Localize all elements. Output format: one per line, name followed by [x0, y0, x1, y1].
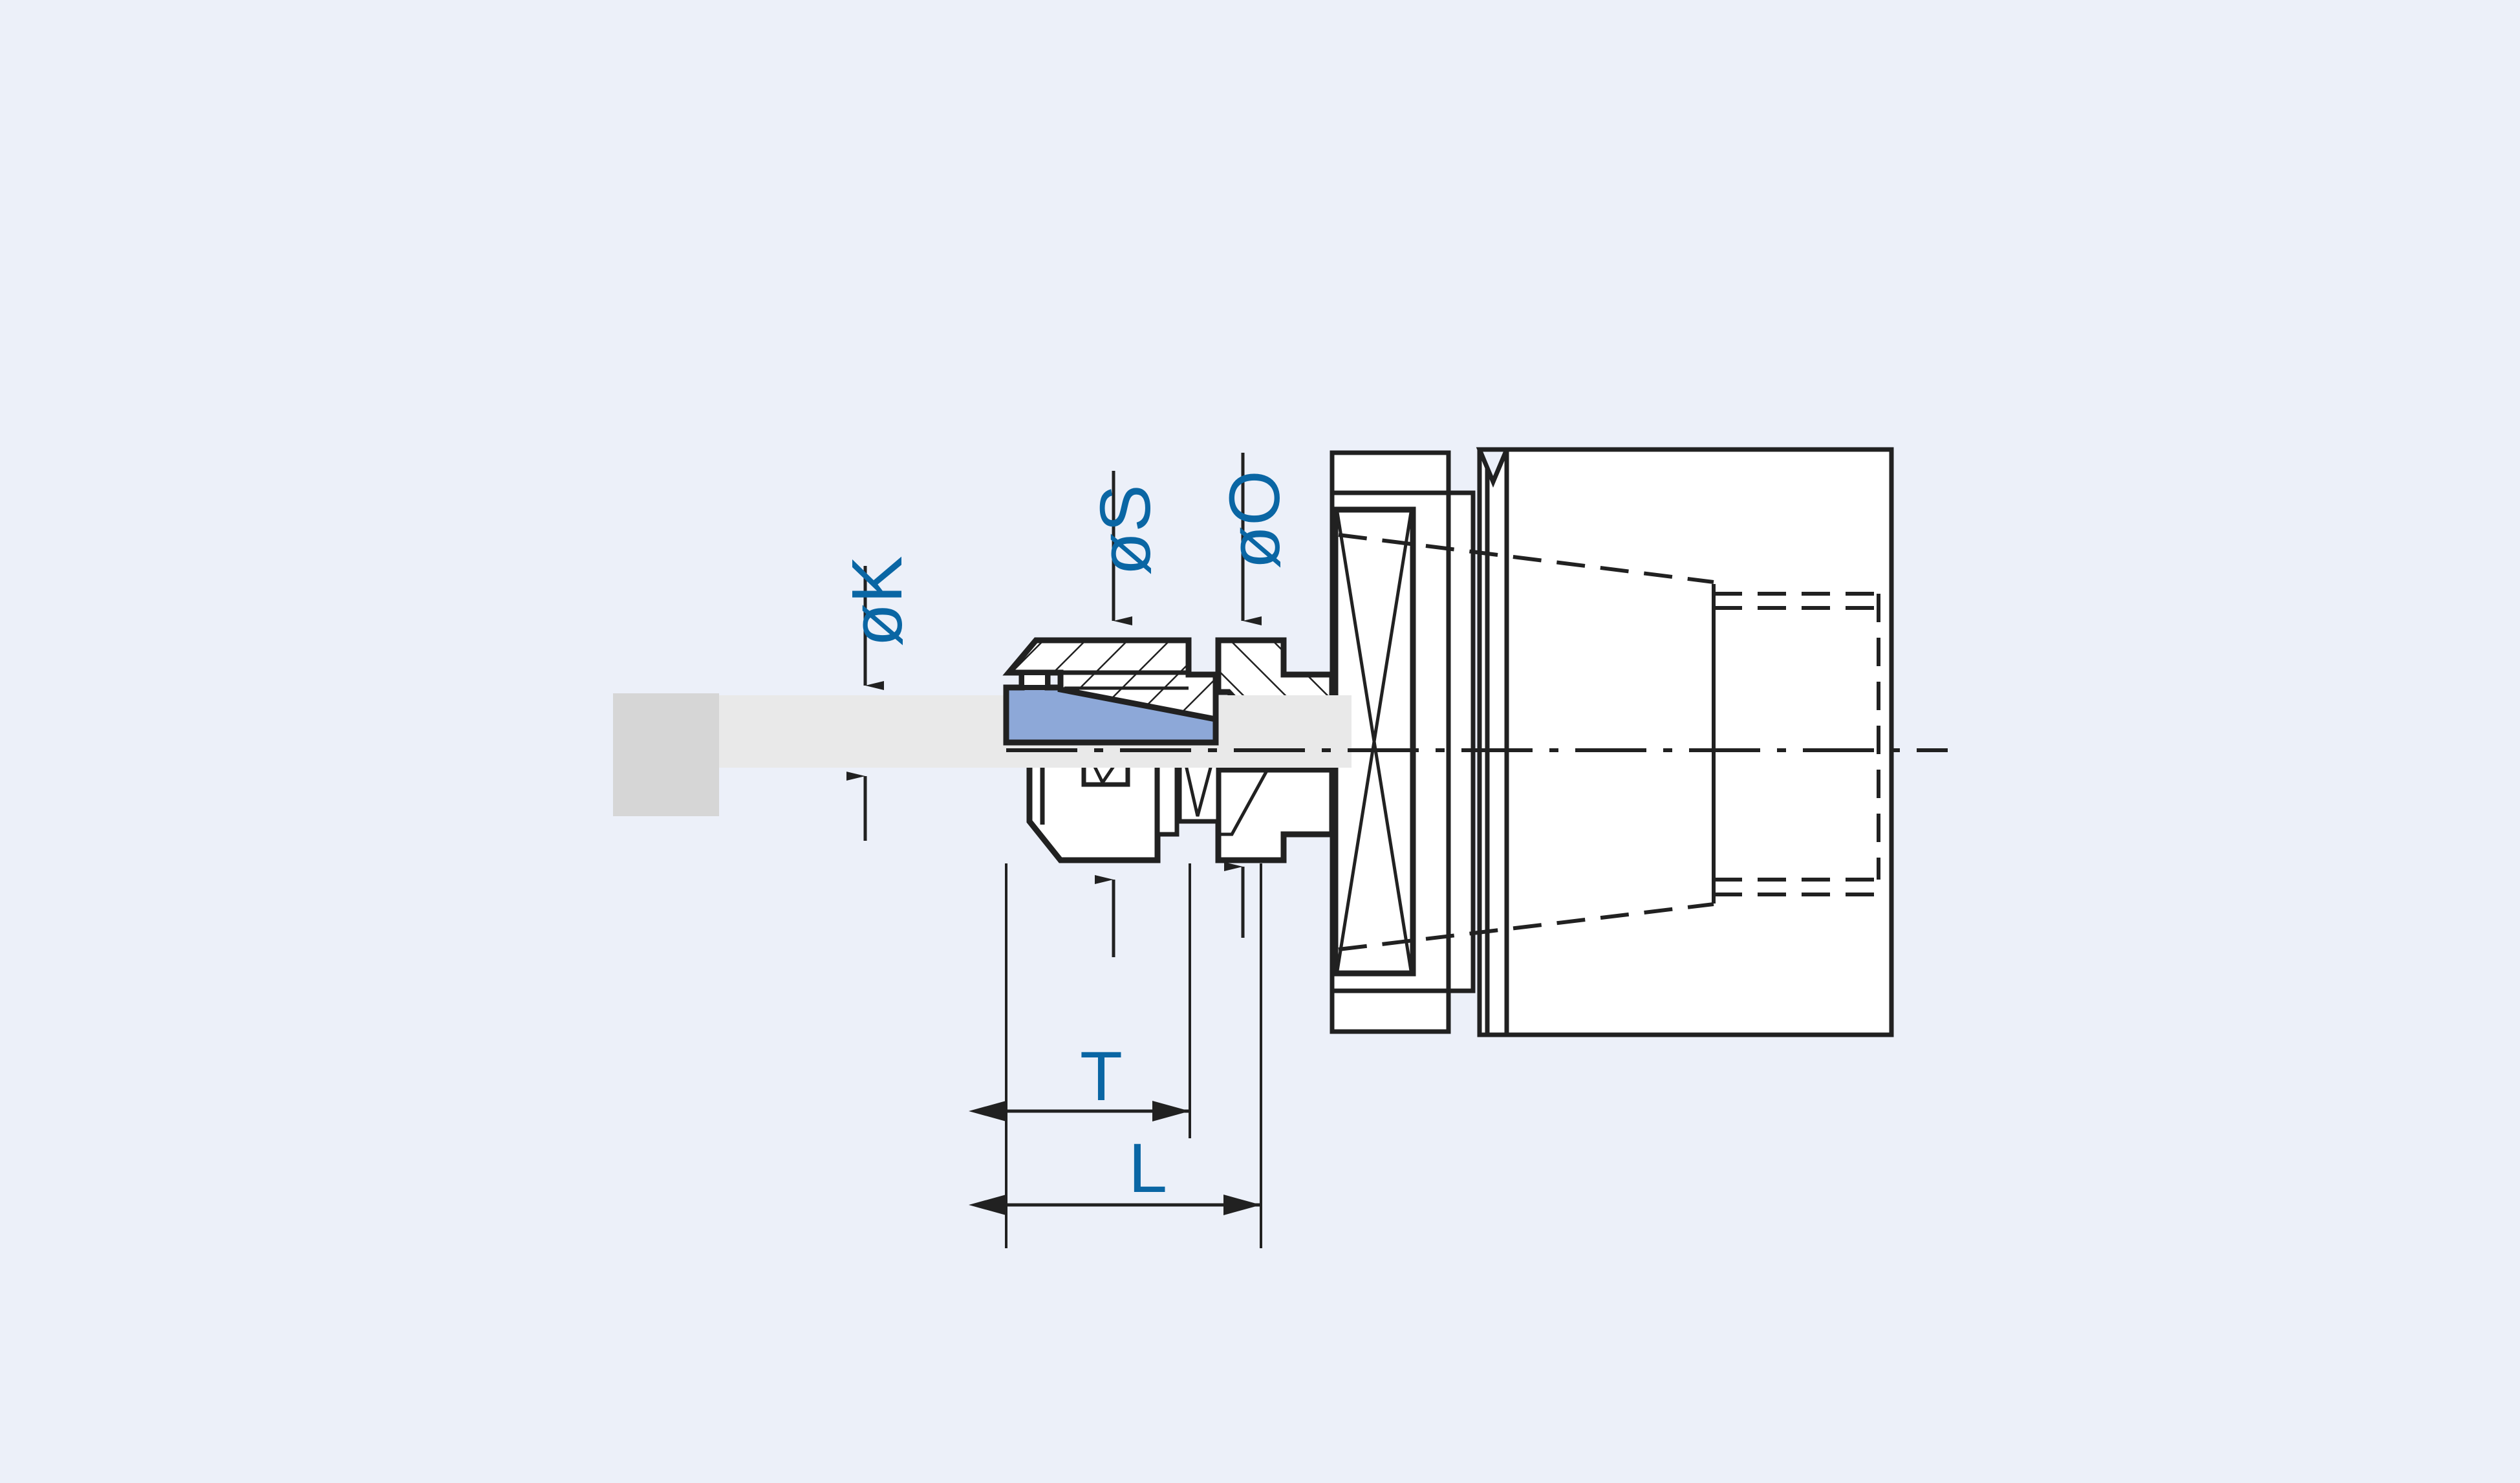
label-diameter-o: øO: [1215, 470, 1295, 569]
dimension-extension-lines: [1005, 863, 1262, 1248]
label-dim-t: T: [1080, 1037, 1123, 1115]
chuck-nose-chamfer-lower: [1218, 768, 1271, 836]
label-dim-l: L: [1128, 1129, 1168, 1207]
label-diameter-s: øS: [1086, 484, 1165, 576]
hsk-taper: [1504, 447, 1894, 1037]
sealing-assembly-upper: [1002, 637, 1219, 746]
chuck-body-group: [1330, 447, 1894, 1037]
collet-sleeve-vee-lower: [1180, 748, 1218, 817]
flange-groove-ring: [1446, 490, 1476, 993]
shank-end-block: [613, 693, 719, 816]
flange-vee-wall: [1485, 447, 1509, 1037]
flange-vee-notch-top: [1476, 447, 1511, 488]
flange-face-cross: [1335, 512, 1413, 971]
flange-vee-wall-inner: [1477, 447, 1490, 1037]
sealing-nut-chamfer: [1006, 638, 1039, 675]
label-diameter-k: øK: [837, 556, 917, 647]
tool-shank-group: [613, 693, 1352, 816]
chuck-nose-outline-lower: [1215, 766, 1335, 863]
internal-bore-lower: [1338, 902, 1714, 951]
internal-bore-upper: [1338, 533, 1714, 584]
sealing-nut-step: [1019, 670, 1050, 690]
